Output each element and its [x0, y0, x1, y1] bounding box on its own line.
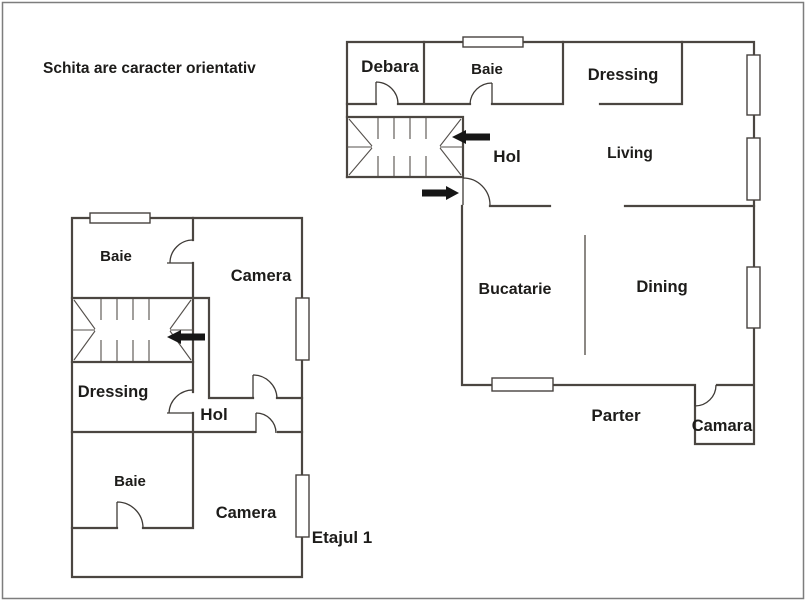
window — [295, 474, 310, 538]
stairs-direction-arrow-icon — [167, 330, 205, 344]
parter-staircase — [345, 115, 465, 179]
room-label-baie: Baie — [471, 61, 503, 78]
etaj1-outer-walls — [70, 216, 304, 579]
etaj1-staircase — [70, 296, 195, 364]
window — [462, 36, 524, 48]
parter-outer-walls — [345, 40, 756, 446]
floor-label-parter: Parter — [591, 406, 641, 425]
room-label-debara: Debara — [361, 57, 419, 76]
room-label-hol: Hol — [493, 147, 520, 166]
room-label-baie-top: Baie — [100, 248, 132, 265]
disclaimer-note: Schita are caracter orientativ — [43, 60, 256, 77]
etaj1-door-arcs — [116, 239, 278, 529]
window — [746, 137, 761, 201]
floor-plan-etajul-1: Baie Camera Dressing Hol Baie Camera Eta… — [70, 212, 372, 579]
room-label-hol: Hol — [200, 405, 227, 424]
room-label-camera-bottom: Camera — [216, 504, 277, 522]
floor-plan-parter: Debara Baie Dressing Living Hol Bucatari… — [345, 36, 761, 446]
window — [89, 212, 151, 224]
room-label-dining: Dining — [636, 278, 687, 296]
window — [491, 377, 554, 392]
parter-stairs-treads — [347, 118, 463, 176]
window — [746, 54, 761, 116]
floor-label-etajul-1: Etajul 1 — [312, 528, 372, 547]
etaj1-interior-walls — [70, 216, 304, 530]
room-label-living: Living — [607, 145, 653, 162]
room-label-dressing: Dressing — [78, 383, 149, 401]
stairs-direction-arrow-icon — [452, 130, 490, 144]
parter-interior-walls — [345, 40, 756, 208]
etaj1-stairs-treads — [72, 299, 193, 361]
room-label-dressing: Dressing — [588, 66, 659, 84]
room-label-baie-bottom: Baie — [114, 473, 146, 490]
window — [746, 266, 761, 329]
room-label-camera-top: Camera — [231, 267, 292, 285]
entrance-direction-arrow-icon — [422, 186, 459, 200]
parter-door-arcs — [375, 81, 717, 407]
room-label-camara: Camara — [692, 417, 753, 435]
room-label-bucatarie: Bucatarie — [479, 281, 552, 298]
window — [295, 297, 310, 361]
